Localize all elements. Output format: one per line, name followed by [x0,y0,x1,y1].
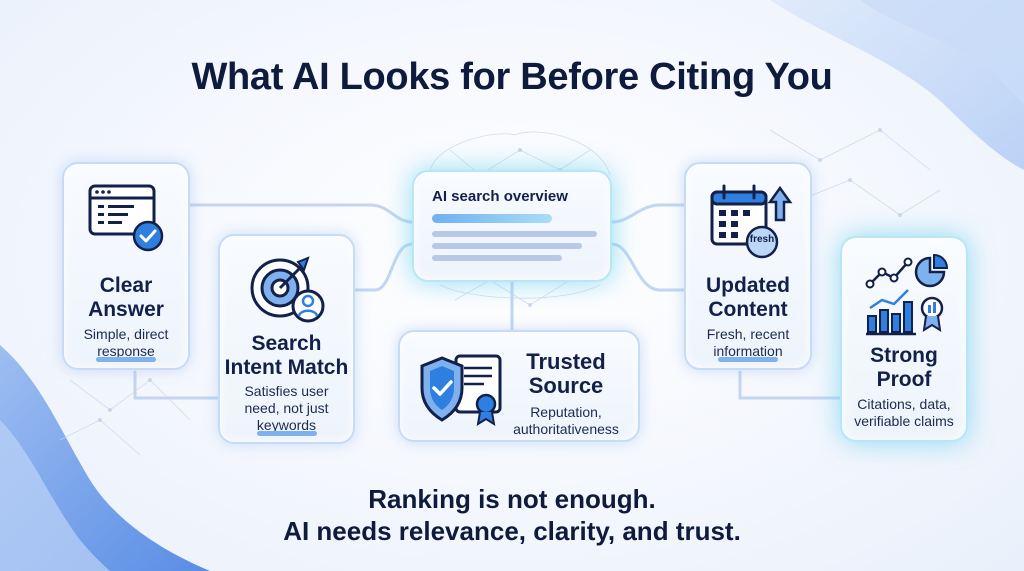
card-search-intent-desc-line-1: Satisfies user [244,383,329,399]
card-updated-content-heading-line-1: Updated [706,274,790,297]
fresh-badge-label: fresh [749,234,775,245]
card-strong-proof-desc-line-2: verifiable claims [854,413,954,429]
tagline: Ranking is not enough. AI needs relevanc… [0,483,1024,547]
card-clear-answer: Clear Answer Simple, direct response [62,162,190,370]
tagline-line-2: AI needs relevance, clarity, and trust. [283,516,741,546]
browser-window-check-icon [88,184,164,252]
ai-search-overview-panel: AI search overview [412,170,612,282]
card-trusted-source: Trusted Source Reputation, authoritative… [398,330,640,442]
card-search-intent-match: Search Intent Match Satisfies user need,… [218,234,355,444]
target-user-icon [250,256,325,323]
overview-text-line [432,243,582,249]
card-clear-answer-heading-line-2: Answer [88,298,164,321]
card-trusted-source-heading-line-2: Source [528,373,604,398]
card-search-intent-desc-line-3: keywords [256,417,317,433]
card-clear-answer-desc-line-1: Simple, direct [83,326,169,342]
card-search-intent-desc-line-2: need, not just [244,400,329,416]
card-strong-proof: Strong Proof Citations, data, verifiable… [840,236,968,442]
shield-certificate-icon [420,354,502,427]
card-updated-content-desc-line-1: Fresh, recent [706,326,790,342]
page-title: What AI Looks for Before Citing You [191,56,833,98]
card-accent-bar [256,431,317,436]
card-trusted-source-desc-line-1: Reputation, [530,404,602,420]
overview-text-line [432,231,597,237]
card-strong-proof-heading-line-1: Strong [870,344,938,367]
overview-highlight-bar [432,214,552,223]
card-accent-bar [718,357,778,362]
card-clear-answer-desc-line-2: response [97,343,155,359]
overview-text-line [432,255,562,261]
ai-search-overview-label: AI search overview [432,188,568,205]
tagline-line-1: Ranking is not enough. [368,484,656,514]
chart-award-icon [865,254,948,336]
calendar-refresh-icon [710,184,793,259]
card-search-intent-heading-line-2: Intent Match [224,356,349,379]
card-strong-proof-heading-line-2: Proof [876,368,932,391]
card-search-intent-heading-line-1: Search [251,332,322,355]
card-clear-answer-heading-line-1: Clear [99,274,153,297]
card-updated-content-desc-line-2: information [713,343,783,359]
card-strong-proof-desc-line-1: Citations, data, [857,396,951,412]
card-trusted-source-heading-line-1: Trusted [526,349,606,374]
card-trusted-source-desc-line-2: authoritativeness [513,421,619,437]
card-updated-content-heading-line-2: Content [708,298,788,321]
card-updated-content: fresh Updated Content Fresh, recent info… [684,162,812,370]
card-accent-bar [96,357,156,362]
